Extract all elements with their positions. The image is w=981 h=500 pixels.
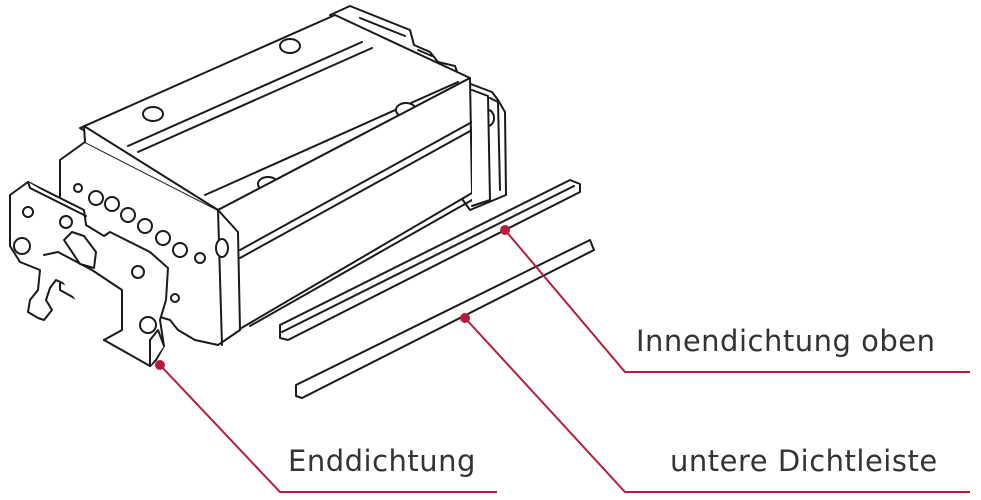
leader-dot-inner-seal <box>500 225 510 235</box>
leader-line-end-seal <box>159 364 497 493</box>
label-lower-seal-strip: untere Dichtleiste <box>670 444 938 478</box>
end-seal-plate <box>9 181 169 367</box>
leader-line-inner-seal <box>504 229 970 373</box>
carriage-side-face <box>217 77 491 331</box>
leader-lines <box>159 229 970 493</box>
label-inner-seal-top: Innendichtung oben <box>636 324 936 358</box>
leader-dot-end-seal <box>155 360 165 370</box>
mounting-hole-icon <box>279 38 301 54</box>
mounting-hole-icon <box>142 106 164 122</box>
leader-dot-lower-strip <box>460 313 470 323</box>
leader-line-lower-strip <box>464 317 970 493</box>
leader-dots <box>155 225 510 370</box>
label-end-seal: Enddichtung <box>288 444 476 478</box>
lower-seal-strip <box>295 239 595 399</box>
upper-inner-seal-strip <box>279 179 581 341</box>
